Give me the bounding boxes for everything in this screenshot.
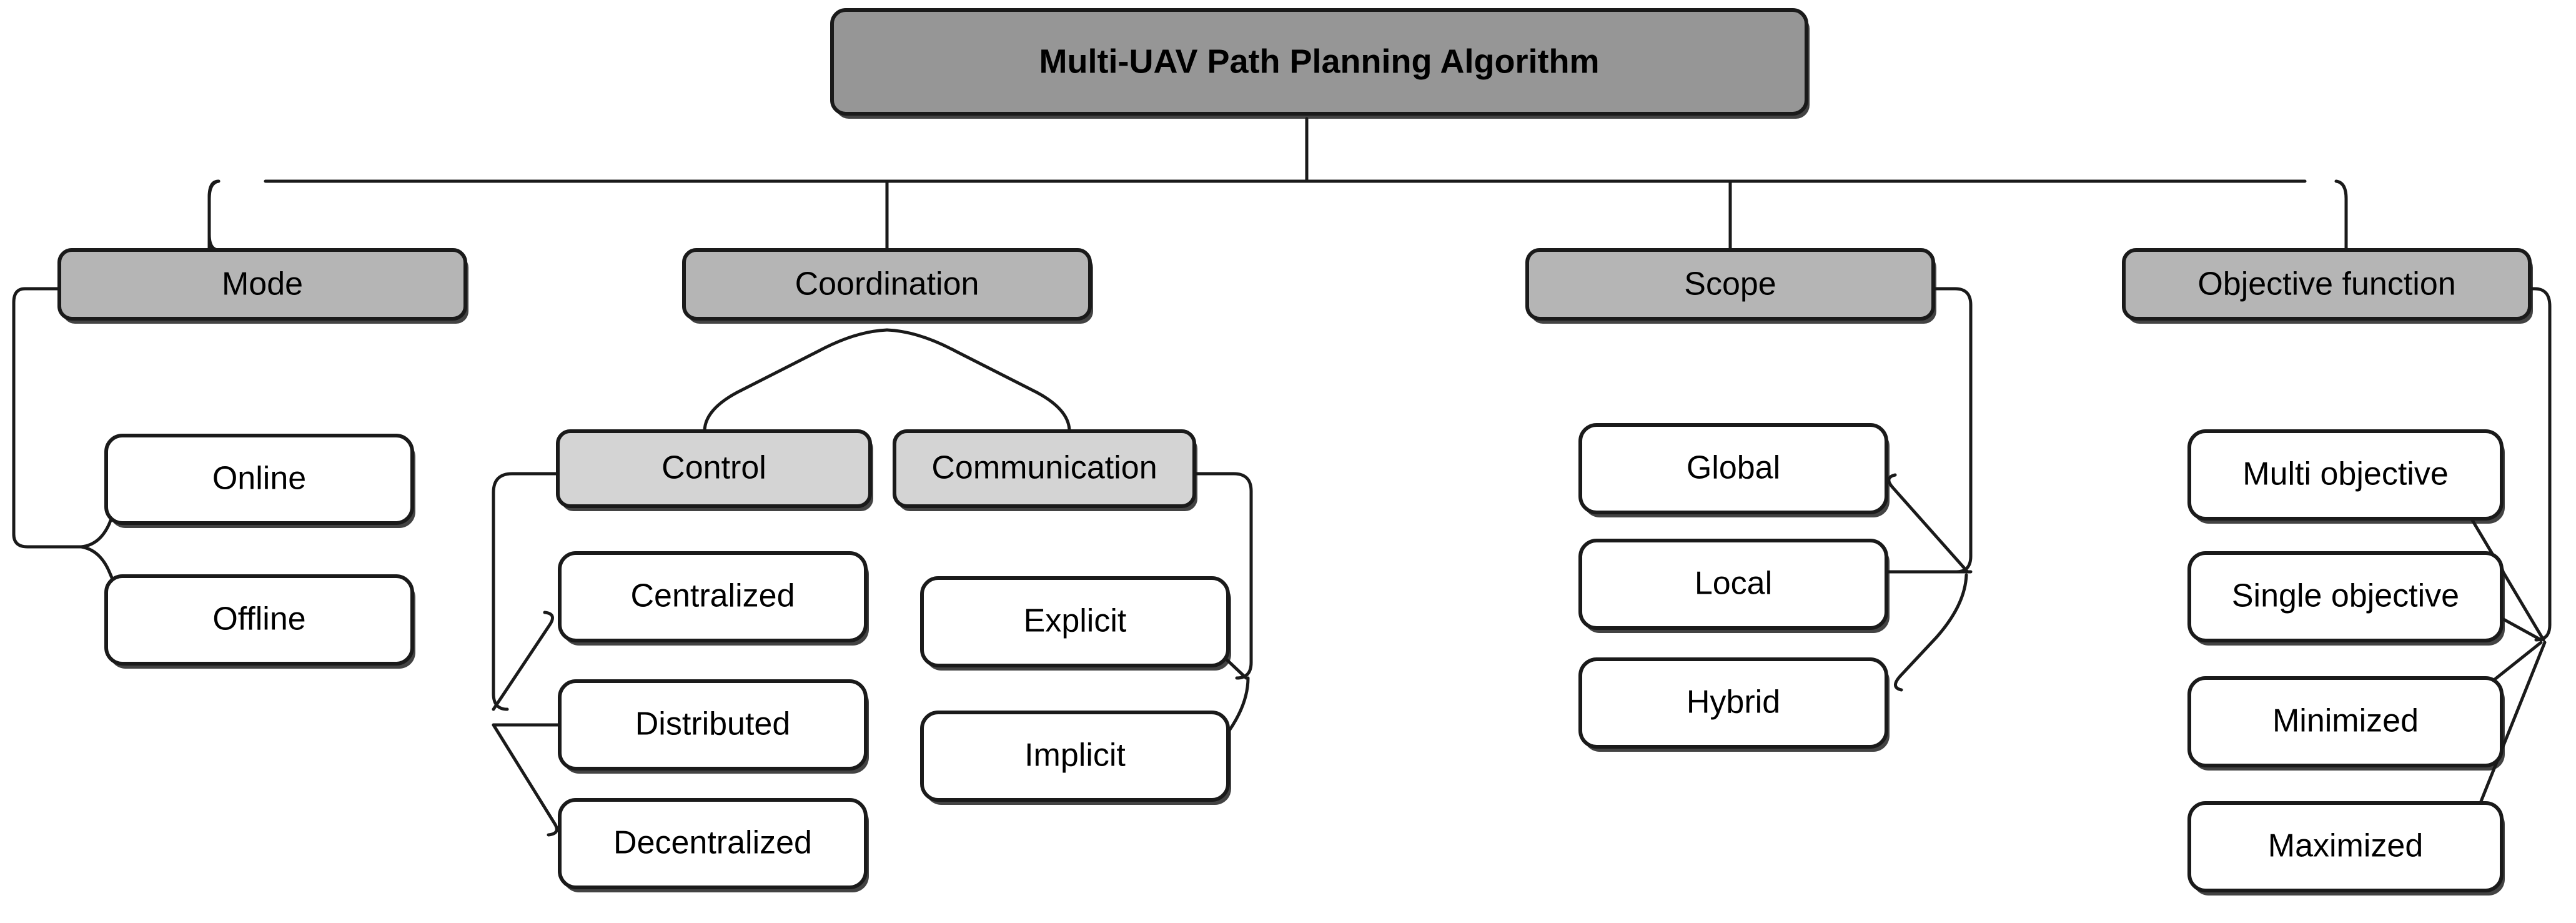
edge-scope-to-hybrid	[1894, 573, 1968, 692]
multi-objective-label: Multi objective	[2242, 456, 2448, 492]
node-local[interactable]: Local	[1578, 539, 1890, 633]
decentralized-box[interactable]	[558, 798, 868, 889]
maximized-label: Maximized	[2268, 828, 2424, 864]
root-box[interactable]	[830, 8, 1808, 116]
node-centralized[interactable]: Centralized	[558, 551, 869, 646]
single-objective-box[interactable]	[2187, 551, 2504, 642]
minimized-label: Minimized	[2272, 703, 2419, 739]
online-label: Online	[212, 461, 306, 497]
node-hybrid[interactable]: Hybrid	[1578, 657, 1890, 752]
implicit-label: Implicit	[1024, 737, 1126, 774]
global-label: Global	[1687, 450, 1780, 486]
root-label: Multi-UAV Path Planning Algorithm	[1039, 42, 1600, 80]
implicit-box[interactable]	[920, 711, 1230, 802]
edge-control-elbow	[492, 472, 560, 711]
edge-control-to-centralized	[492, 611, 554, 711]
edge-mode-elbow	[12, 287, 83, 549]
centralized-label: Centralized	[630, 578, 795, 614]
edge-scope-to-global	[1887, 473, 1969, 574]
coordination-label: Coordination	[795, 266, 979, 302]
offline-label: Offline	[212, 601, 305, 637]
edge-control-to-decentralized	[492, 723, 558, 837]
scope-box[interactable]	[1525, 248, 1935, 321]
explicit-box[interactable]	[920, 576, 1230, 667]
node-communication[interactable]: Communication	[893, 429, 1197, 511]
node-control[interactable]: Control	[556, 429, 873, 511]
node-explicit[interactable]: Explicit	[920, 576, 1231, 671]
hybrid-box[interactable]	[1578, 657, 1888, 749]
control-label: Control	[661, 450, 766, 486]
local-box[interactable]	[1578, 539, 1888, 630]
maximized-box[interactable]	[2187, 801, 2504, 892]
node-implicit[interactable]: Implicit	[920, 711, 1231, 805]
node-global[interactable]: Global	[1578, 423, 1890, 517]
coordination-box[interactable]	[682, 248, 1092, 321]
local-label: Local	[1695, 566, 1772, 602]
multi-objective-box[interactable]	[2187, 429, 2504, 521]
node-minimized[interactable]: Minimized	[2187, 676, 2505, 771]
node-single-objective[interactable]: Single objective	[2187, 551, 2505, 646]
minimized-box[interactable]	[2187, 676, 2504, 767]
node-offline[interactable]: Offline	[104, 574, 415, 669]
edge-drop-mode	[207, 179, 220, 252]
decentralized-label: Decentralized	[613, 825, 812, 861]
mode-label: Mode	[222, 266, 303, 302]
control-box[interactable]	[556, 429, 872, 508]
node-online[interactable]: Online	[104, 434, 415, 528]
node-objective-function[interactable]: Objective function	[2122, 248, 2533, 324]
global-box[interactable]	[1578, 423, 1888, 514]
mode-box[interactable]	[57, 248, 467, 321]
distributed-box[interactable]	[558, 679, 868, 771]
node-decentralized[interactable]: Decentralized	[558, 798, 869, 892]
edge-objective-elbow	[2514, 287, 2552, 642]
objective-label: Objective function	[2197, 266, 2455, 302]
explicit-label: Explicit	[1024, 603, 1127, 639]
scope-label: Scope	[1684, 266, 1776, 302]
node-mode[interactable]: Mode	[57, 248, 468, 324]
centralized-box[interactable]	[558, 551, 868, 642]
edge-drop-objective	[2334, 179, 2348, 252]
edge-scope-elbow	[1931, 287, 1973, 574]
online-box[interactable]	[104, 434, 414, 525]
offline-box[interactable]	[104, 574, 414, 666]
communication-box[interactable]	[893, 429, 1196, 508]
node-maximized[interactable]: Maximized	[2187, 801, 2505, 896]
distributed-label: Distributed	[635, 706, 791, 742]
single-objective-label: Single objective	[2232, 578, 2459, 614]
hybrid-label: Hybrid	[1687, 684, 1780, 721]
communication-label: Communication	[931, 450, 1157, 486]
node-scope[interactable]: Scope	[1525, 248, 1936, 324]
objective-box[interactable]	[2122, 248, 2532, 321]
edge-coordination-to-communication	[885, 328, 1071, 433]
node-distributed[interactable]: Distributed	[558, 679, 869, 774]
node-multi-objective[interactable]: Multi objective	[2187, 429, 2505, 524]
edge-coordination-to-control	[703, 328, 889, 433]
node-coordination[interactable]: Coordination	[682, 248, 1093, 324]
node-root[interactable]: Multi-UAV Path Planning Algorithm	[830, 8, 1810, 119]
